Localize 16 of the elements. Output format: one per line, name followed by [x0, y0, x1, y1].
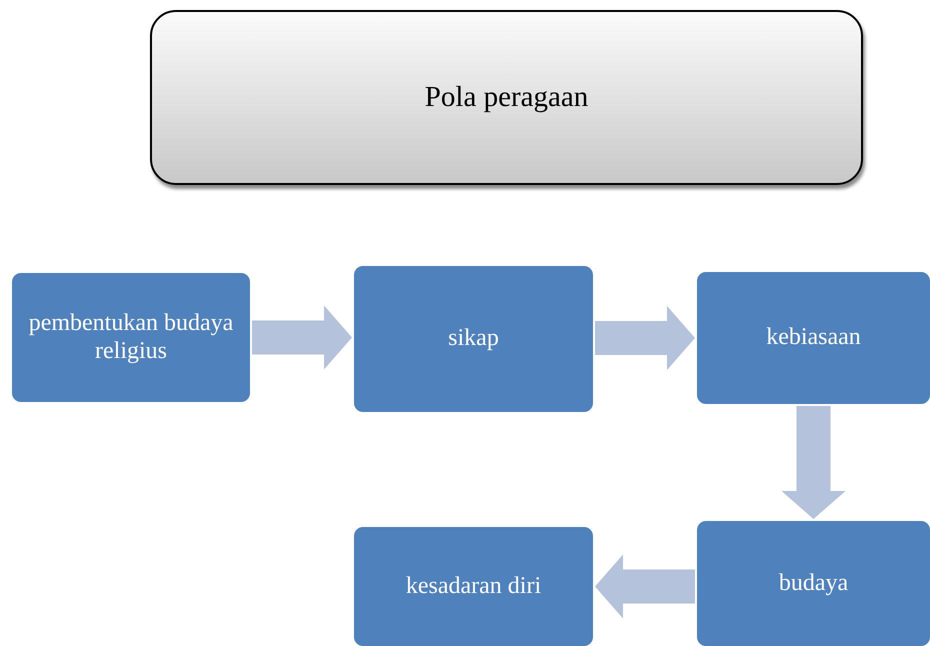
block-arrow	[595, 306, 695, 370]
process-box	[697, 272, 930, 404]
process-box	[697, 521, 930, 646]
title-box	[150, 10, 863, 185]
node-label: budaya	[778, 570, 848, 598]
node-label: sikap	[448, 325, 499, 353]
node-label: kebiasaan	[766, 324, 861, 352]
process-box	[12, 273, 250, 402]
node-label: kesadaran diri	[406, 572, 542, 600]
block-arrow	[595, 554, 695, 618]
process-box	[354, 527, 593, 646]
node-label: pembentukan budaya religius	[28, 310, 234, 366]
process-box	[354, 266, 593, 412]
block-arrow	[252, 306, 352, 370]
block-arrow	[782, 406, 846, 519]
node-label: Pola peragaan	[424, 81, 588, 114]
